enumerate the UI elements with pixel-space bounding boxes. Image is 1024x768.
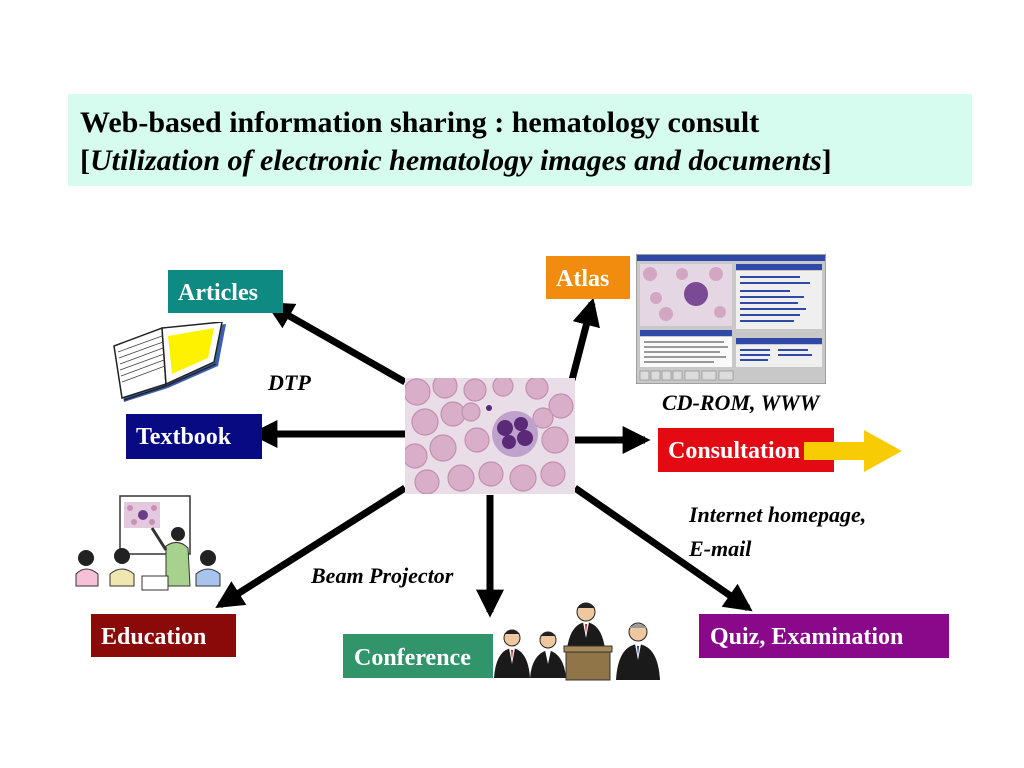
node-education: Education [91, 614, 236, 657]
arrow-to-articles [265, 301, 407, 386]
node-consultation: Consultation [658, 428, 834, 472]
caption-internet-line1: Internet homepage, [689, 502, 867, 527]
title-line-2: [Utilization of electronic hematology im… [80, 142, 960, 180]
conference-people-image [494, 602, 660, 681]
node-textbook: Textbook [126, 414, 262, 459]
title-bracket-close: ] [821, 144, 832, 177]
node-articles: Articles [168, 270, 283, 313]
arrow-to-atlas [568, 297, 600, 381]
atlas-screenshot-image [636, 254, 826, 384]
yellow-arrow-icon [804, 430, 902, 472]
caption-dtp: DTP [268, 370, 311, 395]
caption-cdrom-www: CD-ROM, WWW [662, 390, 820, 415]
title-box: Web-based information sharing : hematolo… [68, 94, 972, 186]
classroom-image [75, 495, 221, 591]
arrow-to-quiz [573, 485, 753, 612]
blood-smear-image [405, 378, 575, 494]
caption-internet-line2: E-mail [689, 536, 752, 561]
caption-beam-projector: Beam Projector [311, 563, 454, 588]
node-quiz: Quiz, Examination [699, 614, 949, 658]
title-subtitle: Utilization of electronic hematology ima… [90, 144, 822, 177]
title-bracket-open: [ [80, 144, 90, 177]
title-line-1: Web-based information sharing : hematolo… [80, 106, 760, 139]
node-atlas: Atlas [546, 256, 630, 299]
node-conference: Conference [343, 634, 493, 678]
arrow-to-education [215, 485, 407, 608]
open-book-image [113, 322, 226, 402]
